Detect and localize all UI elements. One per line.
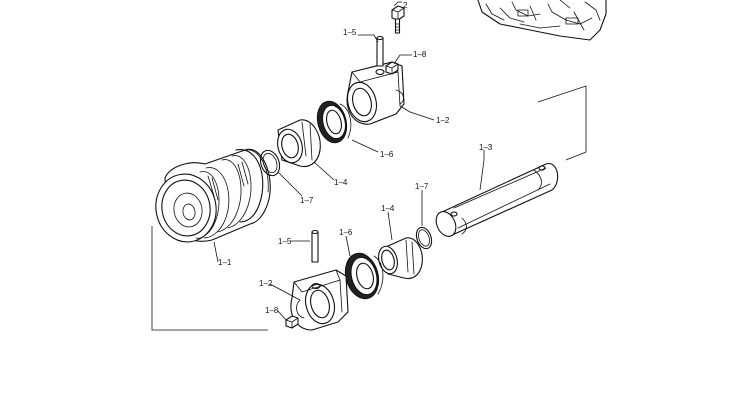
label-seal-lower: 1–6 [339, 228, 353, 237]
bushing-lower [378, 237, 423, 280]
label-pin-upper: 1–5 [343, 28, 357, 37]
plug-upper [385, 61, 399, 75]
shaft-callout-frame [537, 85, 587, 161]
track-roller [155, 148, 271, 243]
label-plug-lower: 1–8 [265, 306, 279, 315]
floating-seal-upper [316, 100, 352, 144]
label-collar-upper: 1–2 [436, 116, 450, 125]
collar-lower [290, 269, 349, 331]
pin-lower [311, 229, 319, 263]
bolt-top [391, 5, 405, 34]
label-pin-lower: 1–5 [278, 237, 292, 246]
bushing-upper [277, 119, 321, 168]
collar-upper [346, 61, 405, 125]
label-bushing-lower: 1–4 [381, 204, 395, 213]
label-collar-lower: 1–2 [259, 279, 273, 288]
label-oring-right: 1–7 [415, 182, 429, 191]
label-roller: 1–1 [218, 258, 232, 267]
label-bushing-upper: 1–4 [334, 178, 348, 187]
label-bolt: 2 [403, 1, 408, 10]
roller-callout-frame [151, 226, 268, 331]
label-shaft: 1–3 [479, 143, 493, 152]
o-ring-left [259, 149, 281, 177]
o-ring-right [415, 226, 433, 250]
label-plug-upper: 1–8 [413, 50, 427, 59]
roller-shaft [435, 163, 559, 237]
label-oring-upper: 1–7 [300, 196, 314, 205]
label-seal-upper: 1–6 [380, 150, 394, 159]
leader-lines [213, 1, 485, 321]
plug-lower [285, 315, 299, 329]
track-frame-fragment [477, 0, 607, 41]
part-labels: 2 1–5 1–8 1–2 1–6 1–4 1–7 1–3 1–7 1–4 1–… [218, 1, 493, 315]
pin-upper [376, 35, 384, 67]
